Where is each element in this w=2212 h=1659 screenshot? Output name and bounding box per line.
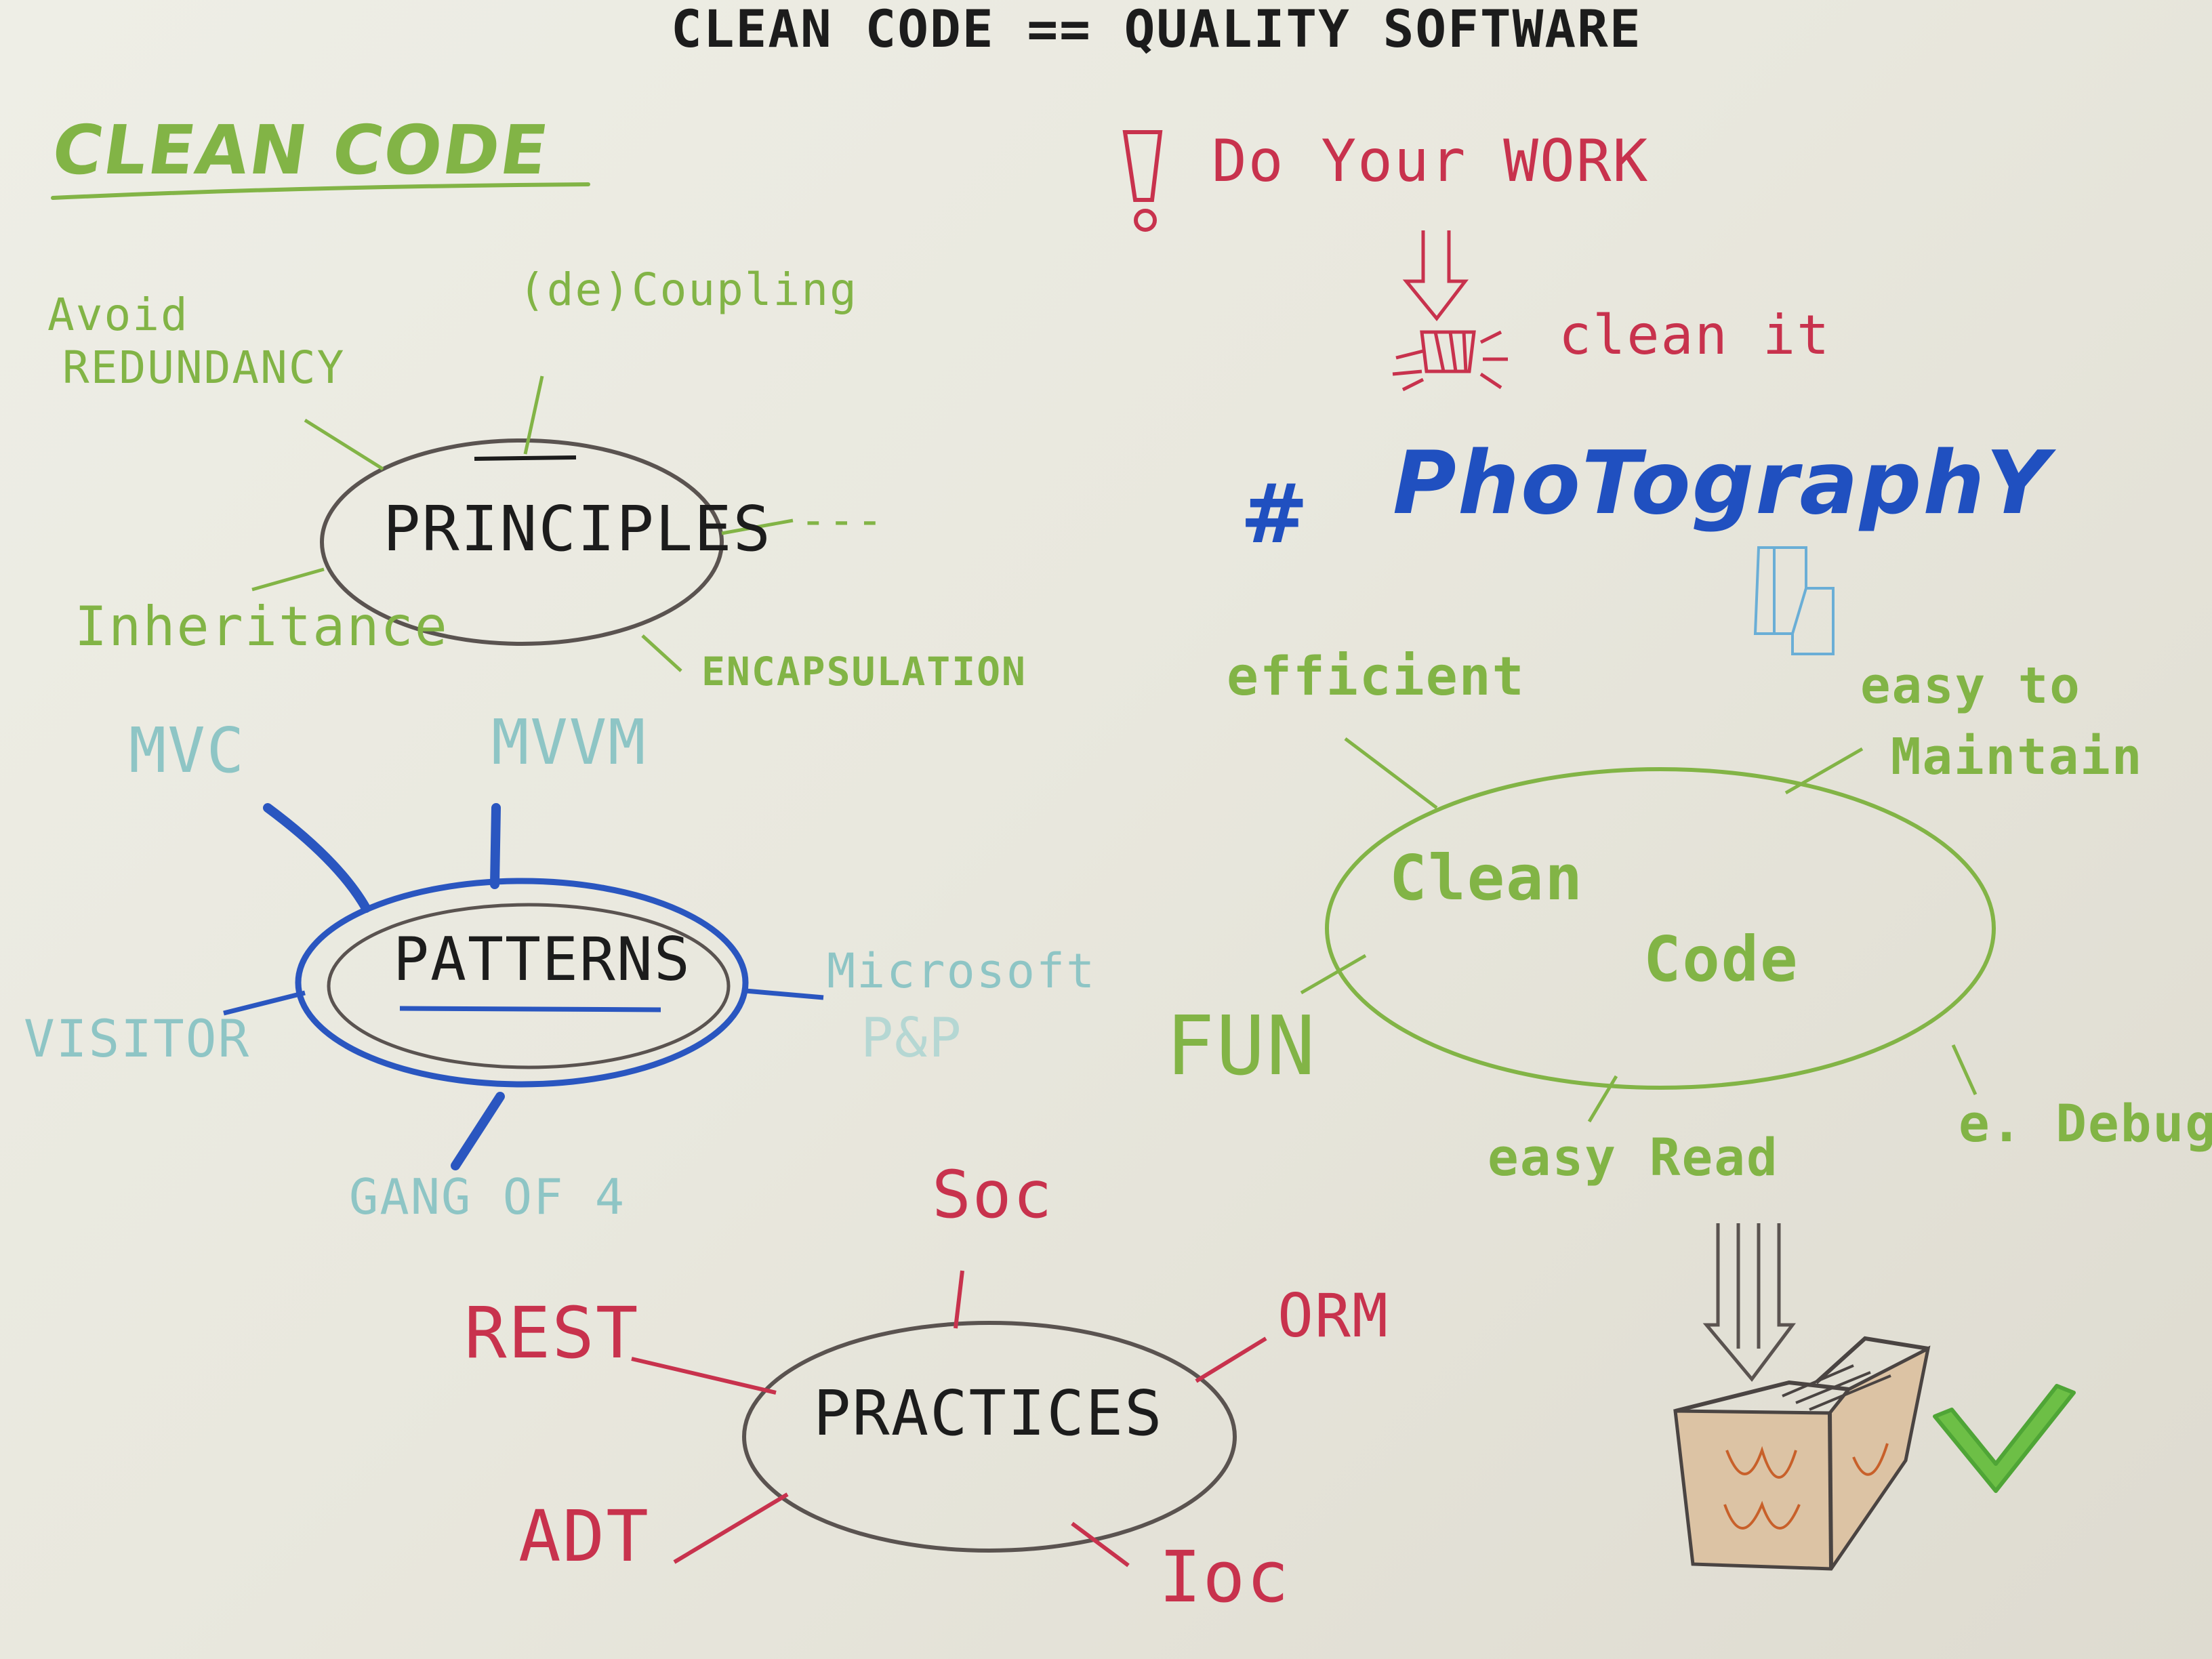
photography-label: PhoTographY [1393, 433, 2051, 534]
principles-branch-more: --- [800, 494, 885, 546]
patterns-branch-gang-of-4: GANG OF 4 [349, 1168, 626, 1225]
branch-line [1300, 954, 1367, 995]
principles-branch-inheritance: Inheritance [75, 595, 449, 658]
practices-branch-orm: ORM [1277, 1281, 1389, 1351]
principles-ellipse-top-line [474, 455, 577, 461]
patterns-branch-pnp: P&P [861, 1006, 963, 1069]
trash-bin-icon [1673, 1336, 1931, 1571]
patterns-center-label: PATTERNS [393, 924, 691, 994]
clean-code-branch-easy-to: easy to [1860, 657, 2081, 715]
branch-line [1587, 1075, 1618, 1123]
principles-branch-avoid: Avoid [47, 289, 189, 341]
clean-code-center-line2: Code [1643, 923, 1799, 996]
heading-underline [51, 182, 590, 200]
practices-ellipse [742, 1321, 1237, 1553]
branch-line [673, 1492, 789, 1564]
page-title: CLEAN CODE == QUALITY SOFTWARE [671, 0, 1642, 59]
branch-line [523, 375, 544, 455]
principles-branch-encapsulation: ENCAPSULATION [701, 649, 1027, 695]
patterns-branch-mvvm: MVVM [491, 706, 647, 779]
principles-center-label: PRINCIPLES [383, 493, 772, 565]
clean-it-label: clean it [1559, 304, 1831, 367]
checkmark-icon [1933, 1384, 2076, 1493]
branch-line [954, 1270, 964, 1329]
branch-line [251, 567, 325, 592]
clean-code-branch-easy-read: easy Read [1488, 1127, 1779, 1187]
patterns-branch-visitor: VISITOR [24, 1008, 251, 1069]
patterns-ellipse-inner [327, 903, 731, 1069]
principles-ellipse [320, 438, 724, 646]
branch-line [721, 518, 794, 535]
clean-code-ellipse [1325, 767, 1996, 1090]
branch-line [223, 990, 306, 1016]
branch-line [1951, 1044, 1978, 1096]
branch-line [1195, 1336, 1267, 1383]
practices-branch-adt: ADT [518, 1495, 650, 1578]
branch-line [490, 803, 501, 889]
clean-code-center-line1: Clean [1389, 842, 1584, 914]
camera-icon [1753, 546, 1835, 655]
branch-line [1784, 747, 1864, 795]
clean-code-branch-maintain: Maintain [1891, 728, 2144, 786]
exclamation-icon [1122, 130, 1163, 232]
bin-arrow-icon [1702, 1223, 1796, 1382]
do-your-work-label: Do Your WORK [1212, 127, 1650, 195]
branch-line [1071, 1521, 1130, 1568]
branch-line [263, 803, 371, 913]
patterns-ellipse-outer [295, 878, 749, 1088]
practices-branch-soc: Soc [932, 1157, 1054, 1233]
branch-line [745, 988, 824, 1000]
hash-label: # [1240, 468, 1310, 562]
branch-line [641, 634, 682, 672]
principles-branch-decoupling: (de)Coupling [518, 264, 858, 316]
broom-icon [1392, 330, 1508, 392]
branch-line [1344, 737, 1438, 809]
branch-line [451, 1092, 505, 1170]
patterns-branch-microsoft: Microsoft [827, 943, 1097, 999]
arrow-down-icon [1402, 230, 1469, 322]
practices-branch-ioc: Ioc [1159, 1536, 1290, 1618]
practices-branch-rest: REST [464, 1292, 640, 1374]
patterns-underline [399, 1006, 661, 1012]
branch-line [304, 418, 384, 471]
practices-center-label: PRACTICES [813, 1377, 1164, 1450]
patterns-branch-mvc: MVC [129, 714, 246, 787]
clean-code-branch-fun: FUN [1166, 1000, 1317, 1094]
branch-line [631, 1357, 777, 1395]
clean-code-branch-efficient: efficient [1227, 647, 1525, 708]
principles-branch-redundancy: REDUNDANCY [62, 342, 346, 394]
clean-code-branch-easy-debug: e. Debug [1959, 1093, 2212, 1153]
section-heading-clean-code: CLEAN CODE [47, 110, 554, 190]
